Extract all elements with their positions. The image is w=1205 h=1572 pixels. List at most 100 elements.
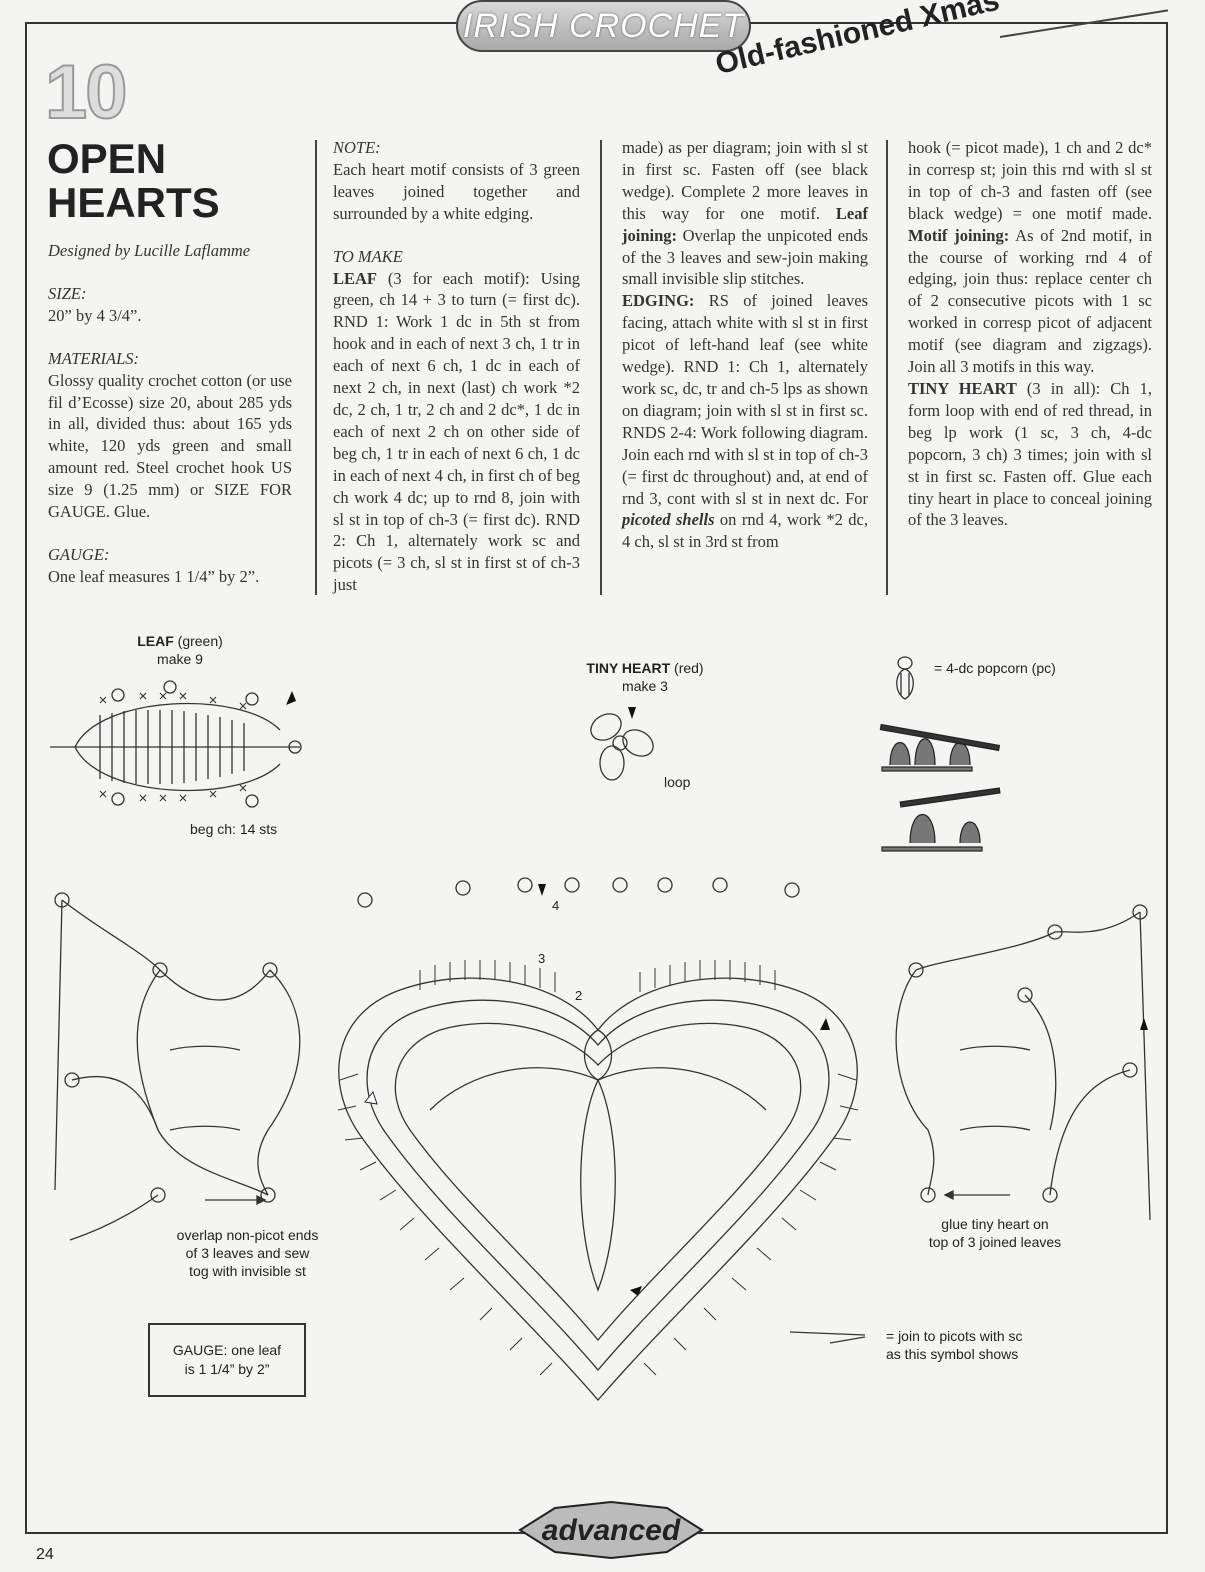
designer-credit: Designed by Lucille Laflamme xyxy=(48,241,251,260)
edging-text-end: on rnd 4, work *2 dc, 4 ch, sl st in 3rd… xyxy=(622,510,868,552)
leaf-text-continued: made) as per diagram; join with sl st in… xyxy=(622,138,868,223)
stitch-loop xyxy=(909,814,936,844)
join-note: = join to picots with sc as this symbol s… xyxy=(886,1327,1023,1363)
leaf-sc-marks xyxy=(99,692,247,802)
size-value: 20” by 4 3/4”. xyxy=(48,305,142,325)
motif-instructions: hook (= picot made), 1 ch and 2 dc* in c… xyxy=(908,137,1152,378)
materials-label: MATERIALS: xyxy=(48,348,140,368)
overlap-note-line: overlap non-picot ends xyxy=(176,1227,319,1243)
tiny-heart-title-bold: TINY HEART xyxy=(586,660,671,676)
tiny-heart-make-count: make 3 xyxy=(622,678,668,694)
section-header-tab: IRISH CROCHET xyxy=(456,0,751,52)
materials-text: Glossy quality crochet cotton (or use fi… xyxy=(48,370,292,522)
pattern-title: OPEN HEARTS xyxy=(47,137,277,225)
column-divider xyxy=(600,140,602,595)
note-label: NOTE: xyxy=(333,138,381,157)
tiny-heart-petal xyxy=(590,713,622,741)
leaf-picots xyxy=(111,680,302,808)
to-make-label: TO MAKE xyxy=(333,246,403,266)
leaf-joining-text: Overlap the unpicoted ends of the 3 leav… xyxy=(622,225,868,289)
heart-round-1-outline xyxy=(394,1022,802,1342)
start-wedges xyxy=(364,1090,378,1105)
leaf-lower-outline xyxy=(74,746,281,792)
stitch-loop xyxy=(949,742,971,766)
column-divider xyxy=(315,140,317,595)
leaf-chart xyxy=(50,680,302,808)
round-label: 2 xyxy=(575,988,582,1003)
hook xyxy=(899,787,1001,808)
tiny-heart-text: (3 in all): Ch 1, form loop with end of … xyxy=(908,378,1152,530)
heart-motif-chart: 4 3 2 xyxy=(54,877,1151,1401)
round-label: 4 xyxy=(552,898,559,913)
column-3: made) as per diagram; join with sl st in… xyxy=(622,137,868,553)
leaf-instructions: LEAF (3 for each motif): Using green, ch… xyxy=(333,268,580,597)
tiny-heart-loop-label: loop xyxy=(664,774,691,790)
leaf-beg-ch-label: beg ch: 14 sts xyxy=(190,821,278,837)
advanced-badge: advanced xyxy=(518,1500,704,1560)
fasten-off-wedge xyxy=(286,691,296,705)
gauge-text: One leaf measures 1 1/4” by 2”. xyxy=(48,566,260,586)
glue-note-line: glue tiny heart on xyxy=(941,1216,1049,1232)
edging-text: RS of joined leaves facing, attach white… xyxy=(622,291,868,508)
right-leaf-edge xyxy=(597,1067,767,1111)
leaf-upper-outline xyxy=(74,702,281,748)
right-connector-motif xyxy=(895,911,1151,1221)
edging-instructions: EDGING: RS of joined leaves facing, atta… xyxy=(622,290,868,553)
round-label: 3 xyxy=(538,951,545,966)
join-symbol xyxy=(789,1331,866,1344)
leaf-joining-stitches xyxy=(584,1029,612,1081)
leaf-make-count: make 9 xyxy=(157,651,203,667)
column-1: Designed by Lucille Laflamme SIZE: 20” b… xyxy=(48,240,292,588)
outer-stitch-ticks xyxy=(337,960,859,1376)
overlap-note-line: tog with invisible st xyxy=(189,1263,306,1279)
hook xyxy=(879,723,1001,752)
tiny-heart-petal xyxy=(599,745,625,781)
heart-round-4-outline xyxy=(338,977,858,1401)
join-note-line: = join to picots with sc xyxy=(886,1328,1023,1344)
leaf-diagram-title: LEAF (green) make 9 xyxy=(110,632,250,668)
tiny-heart-label: TINY HEART xyxy=(908,378,1017,398)
overlap-note: overlap non-picot ends of 3 leaves and se… xyxy=(160,1226,335,1280)
title-line-1: OPEN xyxy=(47,135,167,182)
edging-text-continued: hook (= picot made), 1 ch and 2 dc* in c… xyxy=(908,138,1152,223)
fasten-off-wedge xyxy=(628,707,636,719)
leaf-stitch-stems xyxy=(99,710,245,784)
column-2: NOTE: Each heart motif consists of 3 gre… xyxy=(333,137,580,596)
motif-joining-text: As of 2nd motif, in the course of workin… xyxy=(908,225,1152,377)
motif-joining-label: Motif joining: xyxy=(908,225,1010,245)
overlap-note-line: of 3 leaves and sew xyxy=(185,1245,310,1261)
page-number: 24 xyxy=(36,1546,54,1563)
title-line-2: HEARTS xyxy=(47,179,220,226)
gauge-label: GAUGE: xyxy=(48,544,110,564)
tiny-heart-diagram-title: TINY HEART (red)make 3 xyxy=(570,659,720,695)
chain-base xyxy=(881,766,973,772)
difficulty-level: advanced xyxy=(542,1514,681,1547)
popcorn-symbol xyxy=(896,656,914,700)
tiny-heart-chart xyxy=(590,707,654,781)
tiny-heart-instructions: TINY HEART (3 in all): Ch 1, form loop w… xyxy=(908,378,1152,531)
join-note-line: as this symbol shows xyxy=(886,1346,1019,1362)
stitch-loop xyxy=(914,738,936,766)
chain-base xyxy=(881,846,983,852)
heart-round-3-outline xyxy=(366,999,830,1372)
leaf-continued: made) as per diagram; join with sl st in… xyxy=(622,137,868,290)
leaf-label: LEAF xyxy=(333,268,378,288)
gauge-box-line: GAUGE: one leaf xyxy=(172,1342,282,1358)
tiny-heart-petal xyxy=(622,729,654,757)
leaf-diagram-title-bold: LEAF xyxy=(137,633,174,649)
left-connector-motif xyxy=(54,899,301,1241)
glue-note-line: top of 3 joined leaves xyxy=(928,1234,1062,1250)
popcorn-legend: = 4-dc popcorn (pc) xyxy=(934,660,1056,676)
leaf-text: (3 for each motif): Using green, ch 14 +… xyxy=(333,268,580,595)
stitch-loop xyxy=(889,742,911,766)
glue-note: glue tiny heart on top of 3 joined leaves xyxy=(905,1215,1085,1251)
center-leaf xyxy=(580,1078,616,1292)
popcorn-step-illustrations xyxy=(879,723,1001,852)
left-leaf-edge xyxy=(429,1067,599,1111)
leaf-diagram-title-rest: (green) xyxy=(173,633,223,649)
tiny-heart-loop xyxy=(612,735,628,751)
pattern-number: 10 xyxy=(44,50,129,135)
fasten-off-wedges xyxy=(538,884,1148,1296)
note-text: Each heart motif consists of 3 green lea… xyxy=(333,159,580,223)
